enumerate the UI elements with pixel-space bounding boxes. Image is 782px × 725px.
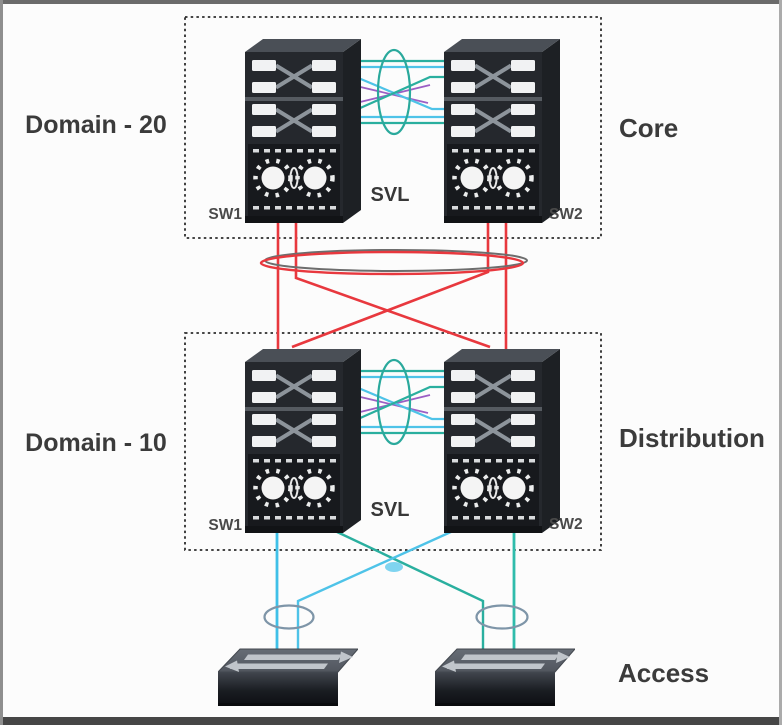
distribution-sw1-label: SW1 — [208, 517, 242, 534]
core-sw1-switch-icon — [245, 39, 361, 223]
core-sw2-label: SW2 — [549, 206, 583, 223]
distribution-svl-label: SVL — [371, 499, 410, 521]
access-layer-label: Access — [618, 658, 709, 688]
distribution-domain-label: Domain - 10 — [25, 429, 167, 457]
core-layer-label: Core — [619, 113, 678, 143]
access-switch-right-icon — [435, 649, 575, 706]
distribution-sw2-switch-icon — [444, 349, 560, 533]
access-uplinks — [275, 529, 516, 662]
access-port-channel-ellipse-left — [263, 604, 315, 630]
access-port-channel-ellipse-right — [475, 604, 529, 630]
distribution-layer-label: Distribution — [619, 423, 765, 453]
distribution-sw1-switch-icon — [245, 349, 361, 533]
core-domain-box — [184, 16, 602, 239]
core-sw2-switch-icon — [444, 39, 560, 223]
distribution-domain-box — [184, 332, 602, 551]
uplink-crossing-dot — [385, 562, 403, 572]
red-port-channel-ellipse — [259, 249, 528, 276]
core-domain-label: Domain - 20 — [25, 111, 167, 139]
core-sw1-label: SW1 — [208, 206, 242, 223]
core-distribution-cross-links — [276, 220, 508, 350]
access-switch-left-icon — [218, 649, 358, 706]
distribution-sw2-label: SW2 — [549, 516, 583, 533]
core-svl-label: SVL — [371, 184, 410, 206]
